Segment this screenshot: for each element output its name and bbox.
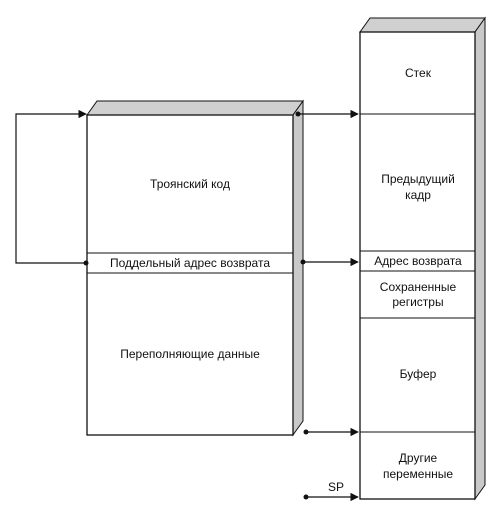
saved-registers-label-line2: регистры — [392, 295, 443, 309]
overflow-data-label: Переполняющие данные — [120, 347, 260, 361]
left-block-top-face — [86, 100, 304, 116]
stack-side-face — [474, 16, 486, 501]
return-address-label: Адрес возврата — [374, 254, 462, 268]
stack-pointer-dot — [303, 494, 309, 500]
other-variables-label-line1: Другие — [399, 451, 438, 465]
stack-top-face — [359, 17, 486, 33]
saved-registers-label-line1: Сохраненные — [380, 280, 457, 294]
bottom-connector-dot — [303, 429, 309, 435]
previous-frame-label-line1: Предыдущий — [381, 172, 455, 186]
left-block-side-face — [292, 99, 304, 437]
buffer-label: Буфер — [400, 367, 437, 381]
top-connector-dot — [295, 111, 301, 117]
other-variables-label-line2: переменные — [383, 467, 453, 481]
connectors: SP — [15, 109, 359, 502]
loop-connector — [15, 109, 87, 264]
return-address-connector-dot — [300, 259, 306, 265]
loop-connector-dot — [83, 260, 89, 266]
fake-return-address-label: Поддельный адрес возврата — [110, 256, 270, 270]
stack-title-label: Стек — [405, 66, 432, 80]
left-block: Троянский код Поддельный адрес возврата … — [86, 99, 304, 437]
left-block-front-face — [86, 114, 294, 436]
trojan-code-label: Троянский код — [150, 177, 230, 191]
stack-front-face — [359, 31, 476, 500]
stack-pointer-label: SP — [328, 480, 344, 494]
stack-block: Стек Предыдущий кадр Адрес возврата Сохр… — [359, 16, 486, 501]
previous-frame-label-line2: кадр — [405, 188, 431, 202]
